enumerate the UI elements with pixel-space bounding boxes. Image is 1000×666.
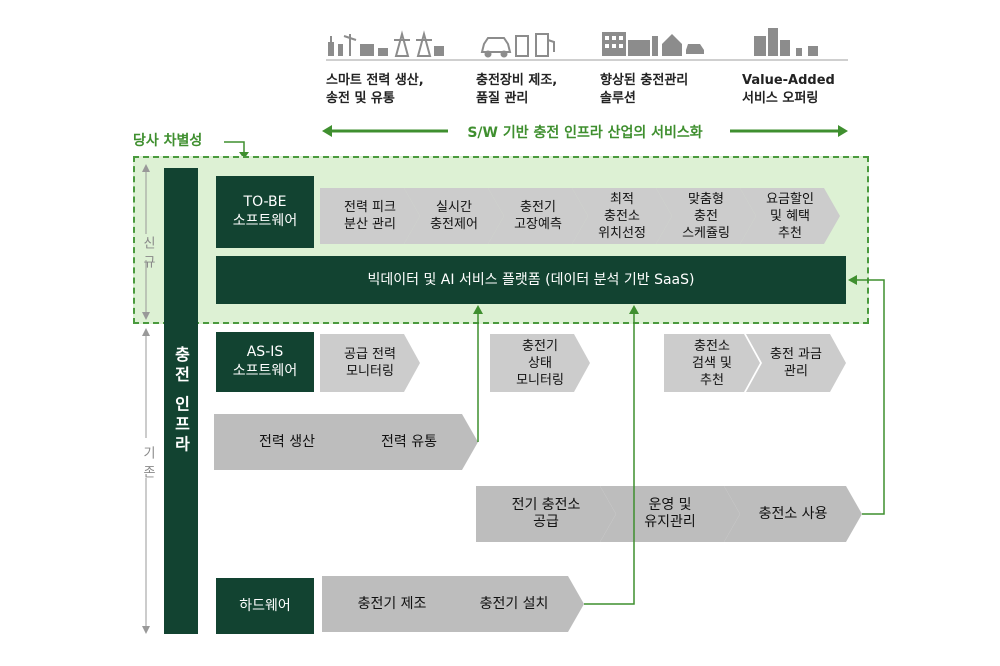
servitization-arrow	[322, 125, 848, 137]
new-range-indicator	[142, 164, 150, 320]
new-label: 신규	[140, 236, 155, 274]
city-buildings-icon	[752, 26, 822, 56]
power-distribution-chevron: 전력 유통	[340, 414, 478, 470]
station-house-icon	[600, 28, 706, 56]
charging-infra-label: 충전 인프라	[171, 346, 191, 456]
top-item-equipment: 충전장비 제조,품질 관리	[476, 73, 558, 106]
charging-infra-bar: 충전 인프라	[164, 168, 198, 634]
platform-bar: 빅데이터 및 AI 서비스 플랫폼 (데이터 분석 기반 SaaS)	[216, 256, 846, 304]
car-charger-icon	[478, 30, 558, 58]
differentiation-pointer	[224, 141, 249, 159]
icon-baseline	[326, 59, 848, 61]
power-grid-icon	[326, 30, 446, 58]
differentiation-label: 당사 차별성	[133, 133, 203, 149]
existing-label: 기존	[140, 446, 155, 484]
hardware-box: 하드웨어	[216, 578, 314, 634]
station-use-chevron: 충전소 사용	[724, 486, 862, 542]
existing-range-indicator	[142, 328, 150, 634]
charger-installation-chevron: 충전기 설치	[444, 576, 584, 632]
top-item-power: 스마트 전력 생산,송전 및 유통	[326, 73, 424, 106]
charger-manufacturing-chevron: 충전기 제조	[322, 576, 462, 632]
servitization-label: S/W 기반 충전 인프라 산업의 서비스화	[467, 125, 703, 141]
power-generation-chevron: 전력 생산	[214, 414, 360, 470]
